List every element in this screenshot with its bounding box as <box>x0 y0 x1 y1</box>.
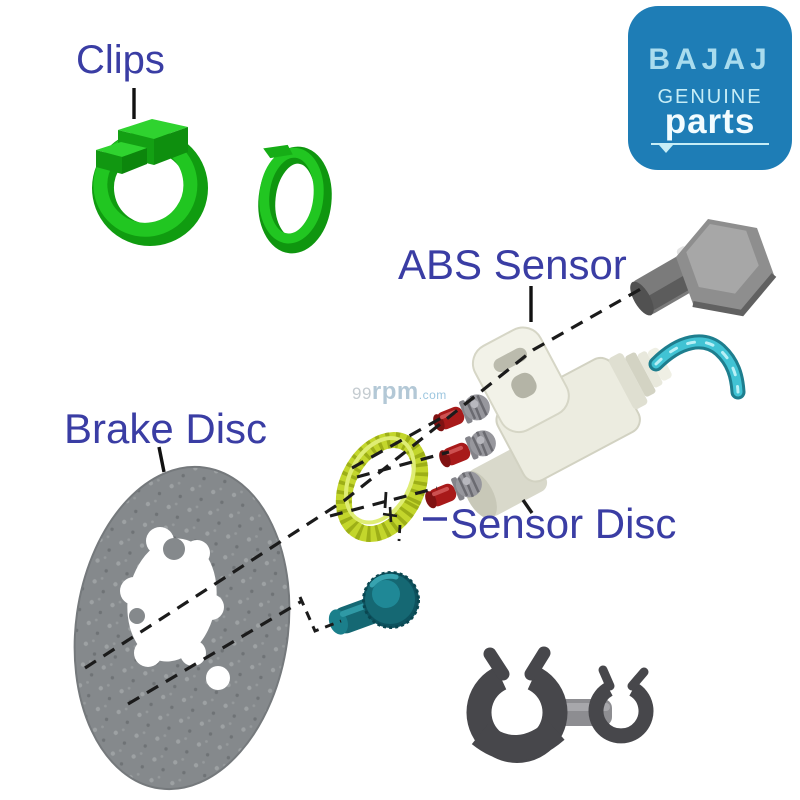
sensor-ring <box>335 432 429 542</box>
brake-disc-hub-hole <box>120 527 230 690</box>
logo-brand-text: BAJAJ <box>648 43 772 76</box>
watermark-prefix: 99 <box>352 384 372 403</box>
watermark-name: rpm <box>371 378 419 405</box>
bajaj-genuine-parts-logo: BAJAJ GENUINE parts <box>628 6 792 170</box>
abs-sensor-body <box>463 326 672 519</box>
cable-clip-double <box>466 646 654 763</box>
logo-genuine-text: GENUINE <box>657 86 763 108</box>
brake-disc-label: Brake Disc <box>64 405 268 452</box>
abs-sensor-label: ABS Sensor <box>398 241 627 288</box>
watermark-suffix: .com <box>418 388 447 402</box>
clip-large <box>92 119 208 246</box>
clip-small <box>258 144 332 254</box>
assembly-lines <box>84 284 647 706</box>
brake-disc <box>73 465 291 791</box>
clips-label: Clips <box>76 38 165 82</box>
pivot-bolt <box>328 571 420 635</box>
sensor-cable <box>648 334 746 400</box>
hex-bolt <box>630 219 777 317</box>
assembly-lines-detail <box>298 491 534 633</box>
watermark: 99rpm.com <box>352 378 447 406</box>
sensor-disc-label: Sensor Disc <box>450 500 677 547</box>
logo-parts-text: parts <box>664 102 756 141</box>
label-leaders <box>132 88 533 473</box>
logo-underline <box>651 143 769 153</box>
